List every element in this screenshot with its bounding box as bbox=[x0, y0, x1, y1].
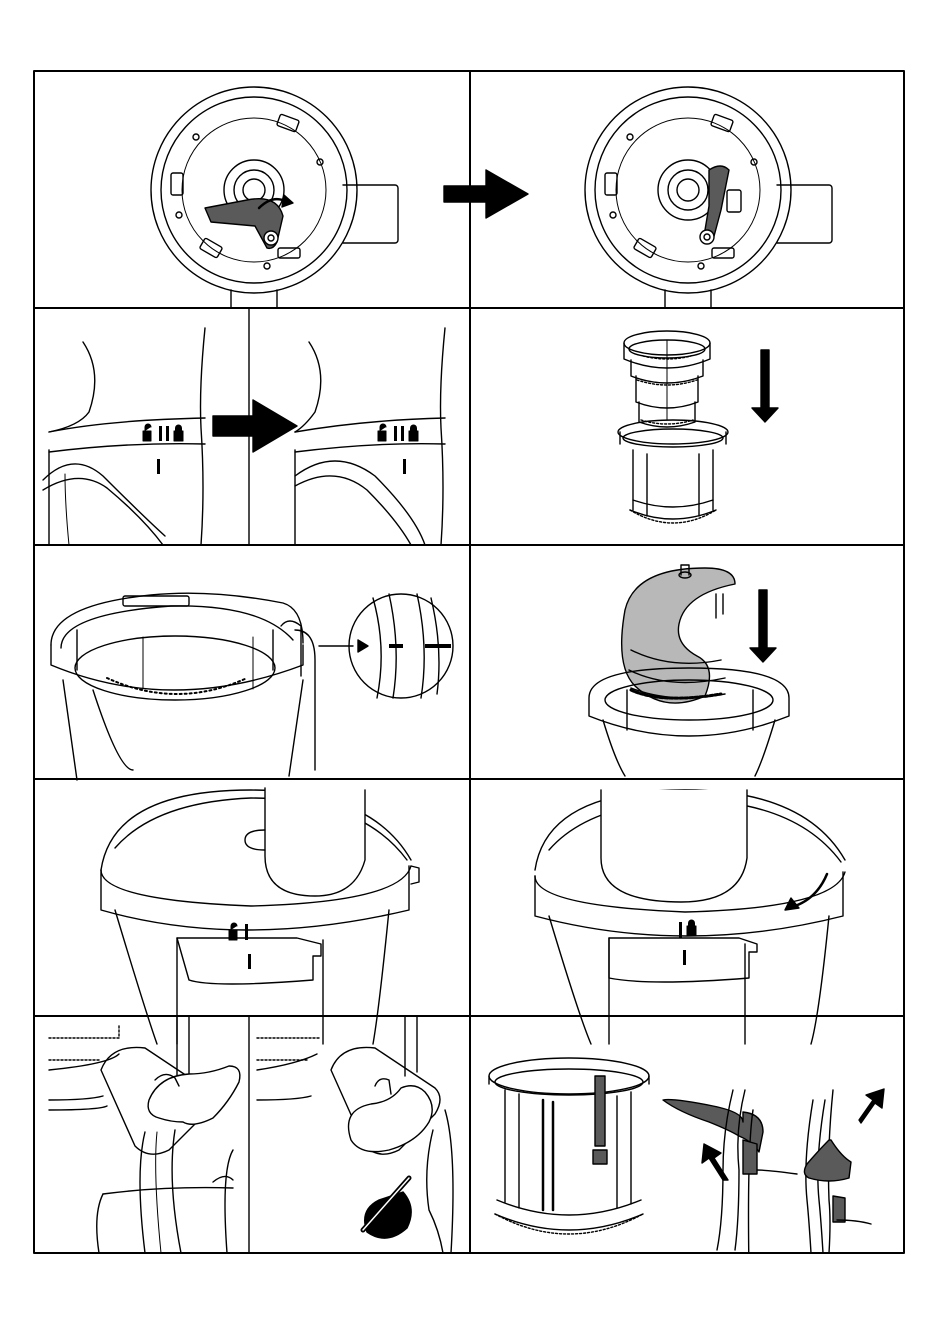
panel-lock-lever-rotate bbox=[151, 87, 528, 308]
panel-juice-cap-closed bbox=[257, 1016, 453, 1253]
curved-arrow-icon bbox=[795, 874, 827, 906]
panel-juice-cap-open bbox=[49, 1016, 240, 1253]
unlock-icon bbox=[143, 424, 151, 441]
lid-icon bbox=[535, 790, 845, 1044]
arrow-down-icon bbox=[752, 350, 778, 422]
strainer-icon bbox=[624, 331, 710, 427]
panel-lid-turned-locked bbox=[535, 790, 845, 1044]
cap-icon bbox=[349, 1079, 433, 1152]
lock-icon bbox=[687, 920, 696, 936]
triangle-mark-icon bbox=[358, 640, 368, 652]
lock-icon bbox=[409, 425, 418, 441]
no-drip-icon bbox=[363, 1178, 411, 1238]
panel-insert-strainer bbox=[618, 331, 778, 523]
magnifier-detail-icon bbox=[349, 594, 453, 698]
brush-holder-icon bbox=[489, 1058, 649, 1234]
panel-bowl-alignment-detail bbox=[51, 593, 453, 780]
panel-lid-placed-unlocked bbox=[101, 788, 419, 1044]
lever-icon bbox=[205, 199, 283, 249]
brush-holder-icon bbox=[618, 420, 728, 523]
base-top-view-icon bbox=[151, 87, 398, 308]
arrow-right-icon bbox=[444, 170, 528, 218]
instruction-illustrations bbox=[33, 70, 905, 1254]
unlock-icon bbox=[229, 923, 237, 940]
bowl-icon bbox=[51, 593, 315, 780]
arrow-right-icon bbox=[213, 400, 297, 452]
auger-icon bbox=[622, 565, 735, 703]
panel-align-marks bbox=[43, 328, 445, 545]
arrow-up-icon bbox=[859, 1089, 884, 1123]
cap-icon bbox=[148, 1066, 240, 1124]
panel-lock-lever-rotated bbox=[585, 87, 832, 308]
unlock-icon bbox=[378, 424, 386, 441]
wiper-blade-icon bbox=[663, 1090, 797, 1254]
lid-icon bbox=[101, 788, 419, 1044]
panel-brush-holder-wipers bbox=[489, 1058, 884, 1254]
wiper-blade-icon bbox=[804, 1090, 871, 1253]
panel-insert-auger bbox=[589, 565, 789, 776]
lock-icon bbox=[174, 425, 183, 441]
arrow-down-icon bbox=[750, 590, 776, 662]
instruction-sheet bbox=[33, 70, 905, 1254]
